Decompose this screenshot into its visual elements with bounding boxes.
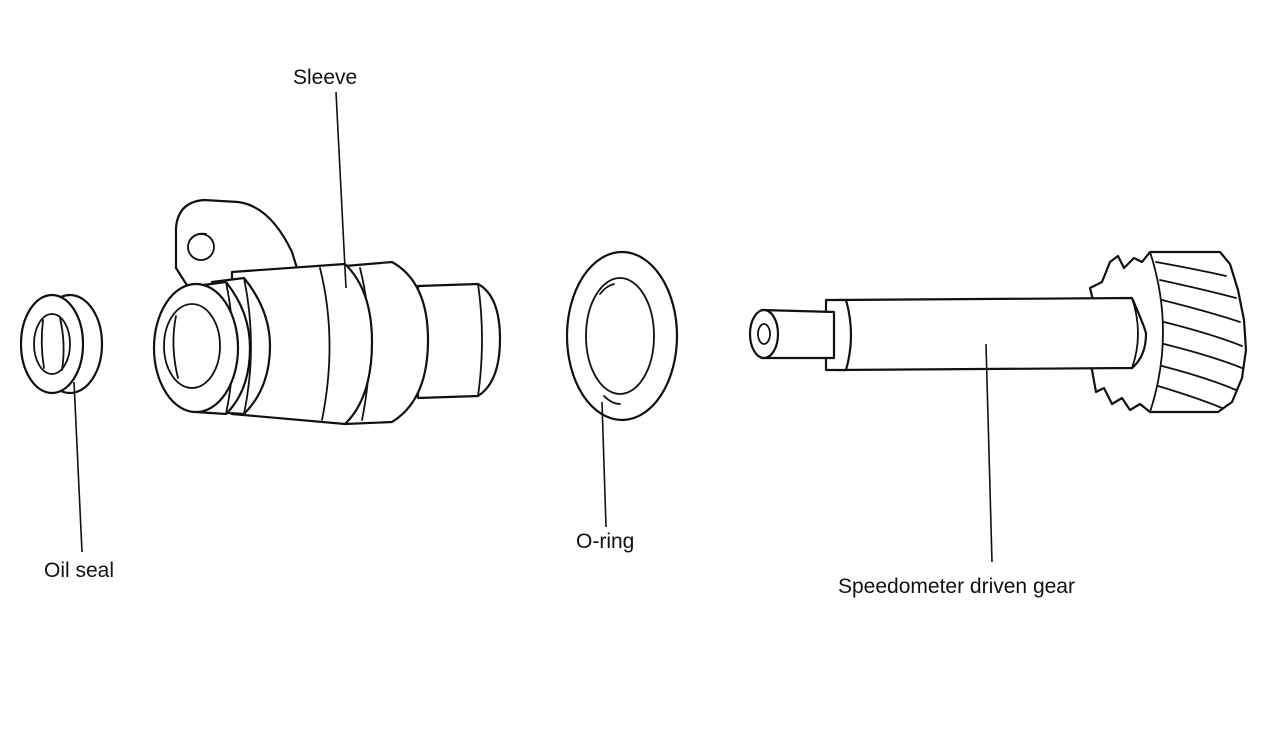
o-ring-part [565,250,679,422]
oil-seal-part [19,293,104,395]
o-ring-leader-line [601,401,607,528]
o-ring-label: O-ring [576,530,634,553]
driven-gear-label: Speedometer driven gear [838,575,1075,598]
sleeve-leader-line [335,91,347,289]
oil-seal-label: Oil seal [44,559,114,582]
driven-gear-leader-line [985,343,993,563]
speedometer-driven-gear-part [748,250,1248,414]
sleeve-part [152,198,502,426]
sleeve-label: Sleeve [293,66,357,89]
oil-seal-leader-line [73,381,83,553]
